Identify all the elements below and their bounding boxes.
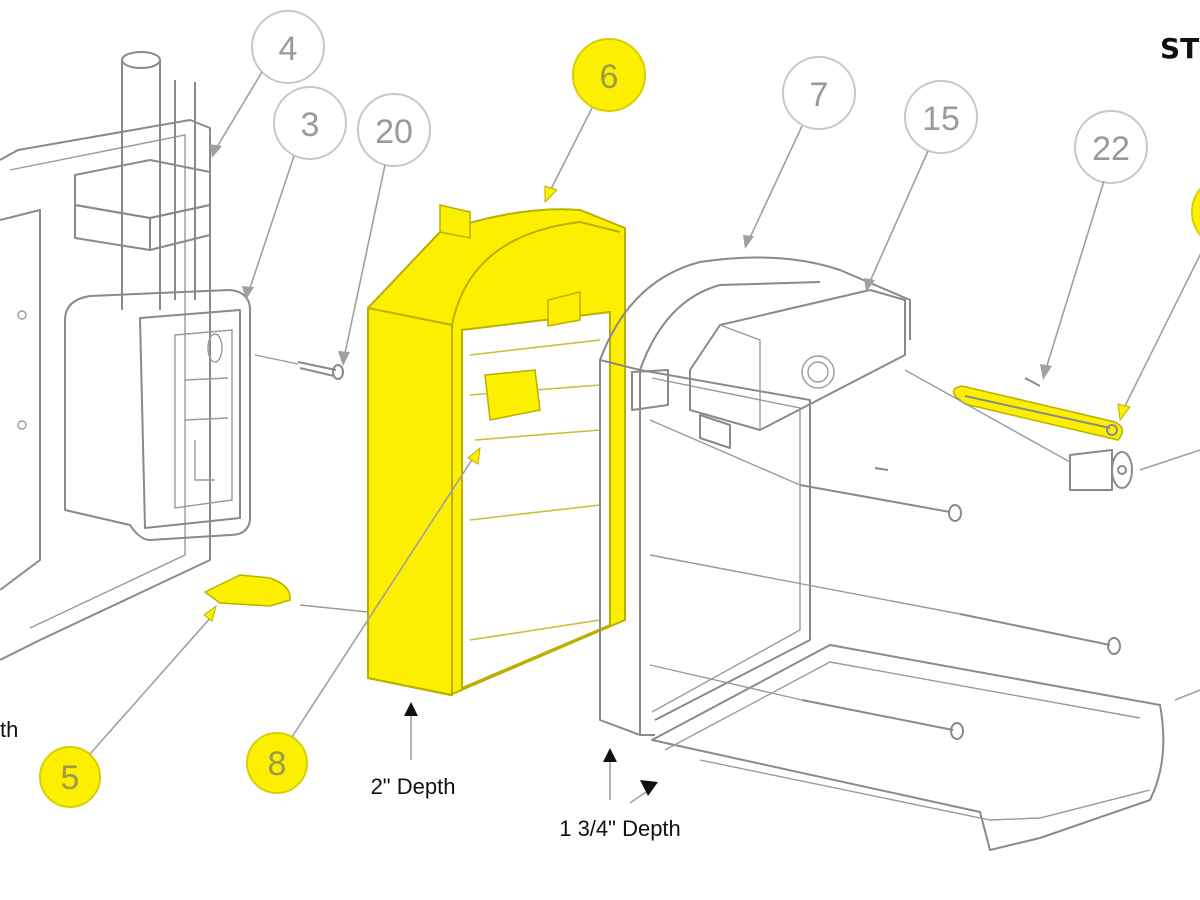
balloon-20: 20 <box>338 93 431 366</box>
balloon-6: 6 <box>544 38 646 204</box>
balloon-7: 7 <box>743 56 856 249</box>
svg-text:4: 4 <box>279 30 298 68</box>
leader-partial-tray <box>1174 689 1200 701</box>
balloon-partial-right <box>1117 187 1200 422</box>
svg-text:8: 8 <box>268 745 287 783</box>
svg-text:20: 20 <box>375 113 413 151</box>
wall-plate-assembly <box>0 51 251 661</box>
svg-text:6: 6 <box>600 58 619 96</box>
balloon-3: 3 <box>242 86 347 300</box>
svg-text:22: 22 <box>1092 130 1130 168</box>
depth-label-cut: th <box>0 717 18 742</box>
svg-text:15: 15 <box>922 100 960 138</box>
balloon-8: 8 <box>246 446 481 794</box>
screw-part-20 <box>254 354 344 380</box>
depth-arrow-1-3-4in <box>603 748 658 804</box>
title-fragment: ST <box>1160 32 1199 65</box>
balloon-5: 5 <box>39 604 217 808</box>
leader-partial-latch <box>1139 449 1200 471</box>
depth-label-1-3-4in: 1 3/4" Depth <box>559 816 681 841</box>
hardware-group <box>299 369 1133 740</box>
part-6-extension-frame <box>367 204 626 697</box>
balloon-4: 4 <box>210 10 325 158</box>
part-5-tab <box>203 574 291 607</box>
svg-text:7: 7 <box>810 76 829 114</box>
depth-arrow-2in <box>404 702 418 760</box>
svg-text:5: 5 <box>61 759 80 797</box>
depth-label-2in: 2" Depth <box>371 774 456 799</box>
part-7-cover-frame <box>599 256 1165 851</box>
balloon-22: 22 <box>1040 110 1148 380</box>
part-15-lock-housing <box>689 289 906 449</box>
svg-text:3: 3 <box>301 106 320 144</box>
balloon-15: 15 <box>864 80 978 292</box>
